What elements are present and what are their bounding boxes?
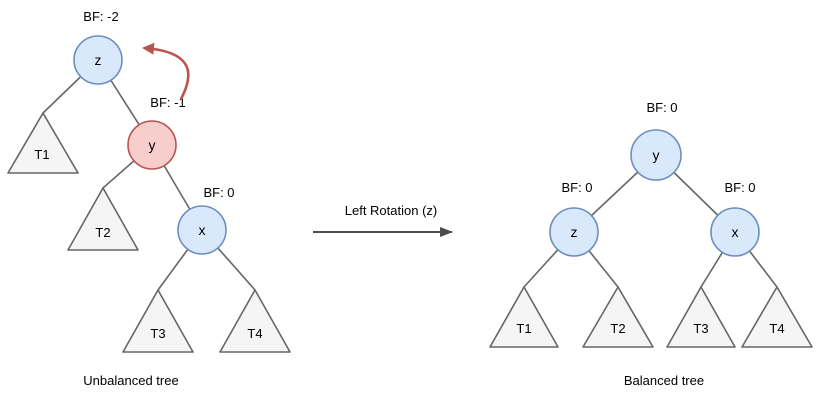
subtree-t3-label: T3 bbox=[150, 326, 165, 341]
subtree-t3 bbox=[122, 289, 194, 353]
subtree-t4 bbox=[219, 289, 291, 353]
subtree-t4 bbox=[741, 286, 813, 348]
balanced-tree: T1 T2 T3 T4 y z x BF: 0 BF: 0 BF: 0 Bala… bbox=[489, 100, 813, 388]
unbalanced-tree: T1 T2 T3 T4 z y x BF: -2 BF: -1 BF: 0 Un… bbox=[7, 9, 291, 388]
node-y-label: y bbox=[653, 147, 660, 163]
node-z bbox=[549, 207, 599, 257]
subtree-t1-label: T1 bbox=[34, 147, 49, 162]
subtree-t2-label: T2 bbox=[95, 225, 110, 240]
node-z bbox=[73, 35, 123, 85]
bf-label-y: BF: -1 bbox=[150, 95, 185, 110]
node-x-label: x bbox=[199, 222, 206, 238]
bf-label-y: BF: 0 bbox=[646, 100, 677, 115]
node-x-label: x bbox=[732, 224, 739, 240]
balanced-subtrees bbox=[489, 286, 813, 348]
node-x bbox=[177, 205, 227, 255]
subtree-t2 bbox=[67, 187, 139, 251]
node-y bbox=[127, 120, 177, 170]
node-x bbox=[710, 207, 760, 257]
bf-label-z: BF: 0 bbox=[561, 180, 592, 195]
transition: Left Rotation (z) bbox=[313, 203, 453, 237]
subtree-t3-label: T3 bbox=[693, 321, 708, 336]
subtree-t3 bbox=[666, 286, 736, 348]
subtree-t1-label: T1 bbox=[516, 321, 531, 336]
unbalanced-subtrees bbox=[7, 112, 291, 353]
bf-label-z: BF: -2 bbox=[83, 9, 118, 24]
subtree-t1 bbox=[489, 286, 559, 348]
balanced-caption: Balanced tree bbox=[624, 373, 704, 388]
node-y bbox=[630, 129, 682, 181]
subtree-t1 bbox=[7, 112, 79, 174]
node-z-label: z bbox=[95, 52, 102, 68]
bf-label-x: BF: 0 bbox=[203, 185, 234, 200]
rotation-curved-arrow-icon bbox=[142, 42, 190, 100]
node-z-label: z bbox=[571, 224, 578, 240]
unbalanced-caption: Unbalanced tree bbox=[83, 373, 178, 388]
bf-label-x: BF: 0 bbox=[724, 180, 755, 195]
subtree-t2-label: T2 bbox=[610, 321, 625, 336]
rotation-label: Left Rotation (z) bbox=[345, 203, 438, 218]
subtree-t4-label: T4 bbox=[769, 321, 784, 336]
node-y-label: y bbox=[149, 137, 156, 153]
subtree-t2 bbox=[582, 286, 654, 348]
subtree-t4-label: T4 bbox=[247, 326, 262, 341]
unbalanced-edges bbox=[42, 59, 256, 291]
